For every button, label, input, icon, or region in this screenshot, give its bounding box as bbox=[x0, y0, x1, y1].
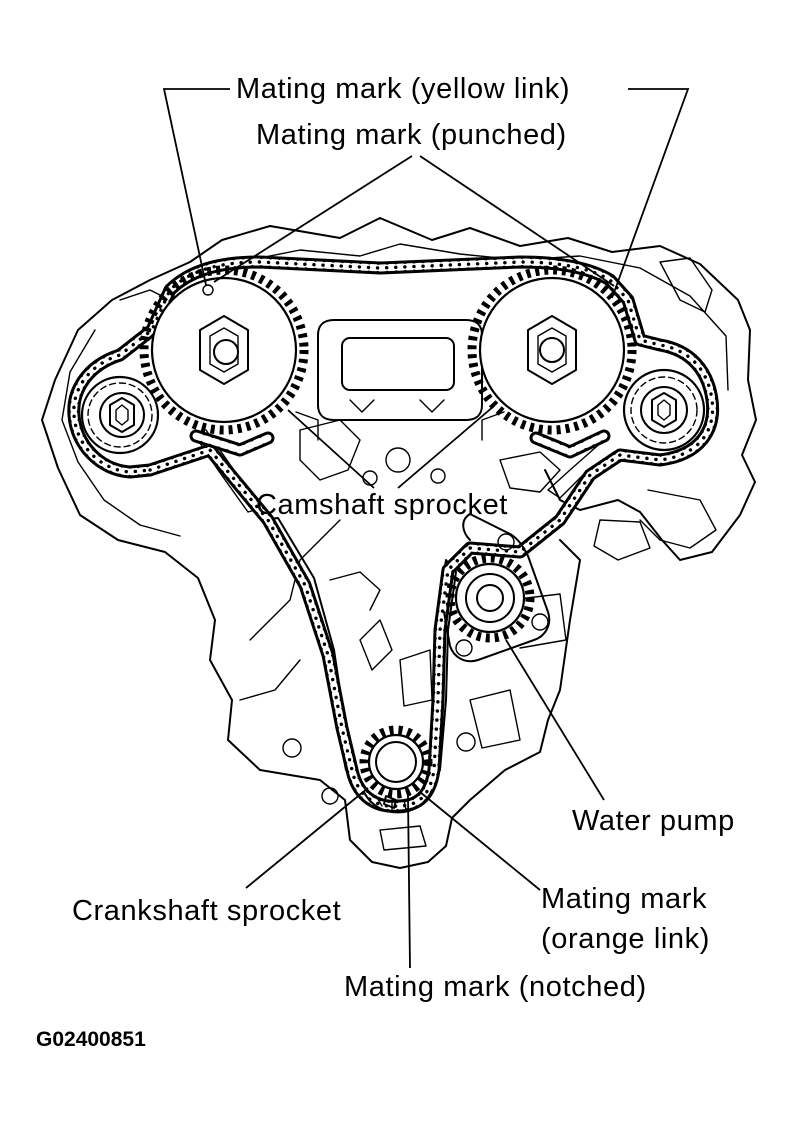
leader-orange-link bbox=[419, 791, 541, 891]
leader-yellow-link-right bbox=[611, 88, 690, 299]
labels: Mating mark (yellow link) Mating mark (p… bbox=[36, 73, 735, 1051]
label-crankshaft-sprocket: Crankshaft sprocket bbox=[72, 895, 341, 927]
label-mating-mark-orange-link-line2: (orange link) bbox=[541, 923, 710, 955]
cylinder-block-details bbox=[239, 419, 581, 869]
label-mating-mark-orange-link-line1: Mating mark bbox=[541, 883, 707, 915]
right-camshaft-small-sprocket bbox=[622, 368, 706, 452]
leader-crankshaft bbox=[245, 787, 369, 889]
leader-camshaft-right bbox=[397, 405, 495, 489]
label-mating-mark-punched: Mating mark (punched) bbox=[256, 119, 567, 151]
leader-yellow-link-left bbox=[162, 88, 230, 286]
water-pump bbox=[443, 513, 551, 663]
leader-punched-left bbox=[213, 155, 413, 283]
right-camshaft-sprocket bbox=[467, 265, 637, 435]
left-camshaft-small-sprocket bbox=[80, 375, 160, 455]
leader-lines bbox=[162, 88, 690, 969]
label-mating-mark-notched: Mating mark (notched) bbox=[344, 971, 647, 1003]
label-water-pump: Water pump bbox=[572, 805, 735, 837]
figure-code: G02400851 bbox=[36, 1028, 146, 1051]
cylinder-head-window bbox=[295, 319, 505, 441]
leader-camshaft-left bbox=[287, 409, 375, 489]
leader-water-pump bbox=[505, 639, 605, 801]
leader-notched bbox=[407, 795, 411, 969]
left-camshaft-sprocket bbox=[139, 265, 309, 435]
label-mating-mark-yellow-link: Mating mark (yellow link) bbox=[236, 73, 570, 105]
label-camshaft-sprocket: Camshaft sprocket bbox=[256, 489, 508, 521]
leader-punched-right bbox=[419, 155, 615, 287]
crankshaft-sprocket bbox=[359, 725, 433, 814]
